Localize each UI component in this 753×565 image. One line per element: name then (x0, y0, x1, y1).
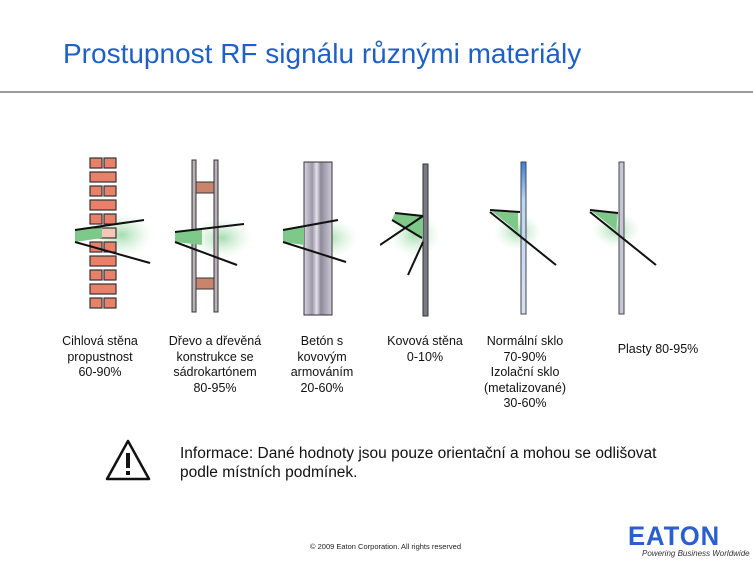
reinforced-concrete-figure (280, 150, 370, 325)
caption-glass: Normální sklo 70-90% Izolační sklo (meta… (484, 334, 566, 410)
glass-figure (478, 150, 568, 325)
caption-concrete: Betón s kovovým armováním 20-60% (290, 334, 354, 395)
title-divider (0, 91, 753, 93)
logo-wordmark: EATON (628, 521, 721, 551)
wood-drywall-figure (172, 150, 262, 325)
warning-icon (104, 438, 152, 487)
logo-tagline: Powering Business Worldwide (642, 549, 750, 558)
plastic-figure (576, 150, 666, 325)
brick-wall-figure (72, 150, 162, 325)
info-note: Informace: Dané hodnoty jsou pouze orien… (180, 445, 657, 481)
slide-title: Prostupnost RF signálu různými materiály (63, 38, 582, 69)
caption-brick: Cihlová stěna propustnost 60-90% (62, 334, 138, 379)
caption-wood: Dřevo a dřevěná konstrukce se sádrokartó… (168, 334, 262, 395)
caption-metal: Kovová stěna 0-10% (387, 334, 463, 364)
copyright: © 2009 Eaton Corporation. All rights res… (310, 542, 462, 551)
eaton-logo: EATON Powering Business Worldwide (628, 521, 750, 559)
metal-wall-figure (379, 150, 470, 325)
caption-plastic: Plasty 80-95% (617, 342, 699, 356)
